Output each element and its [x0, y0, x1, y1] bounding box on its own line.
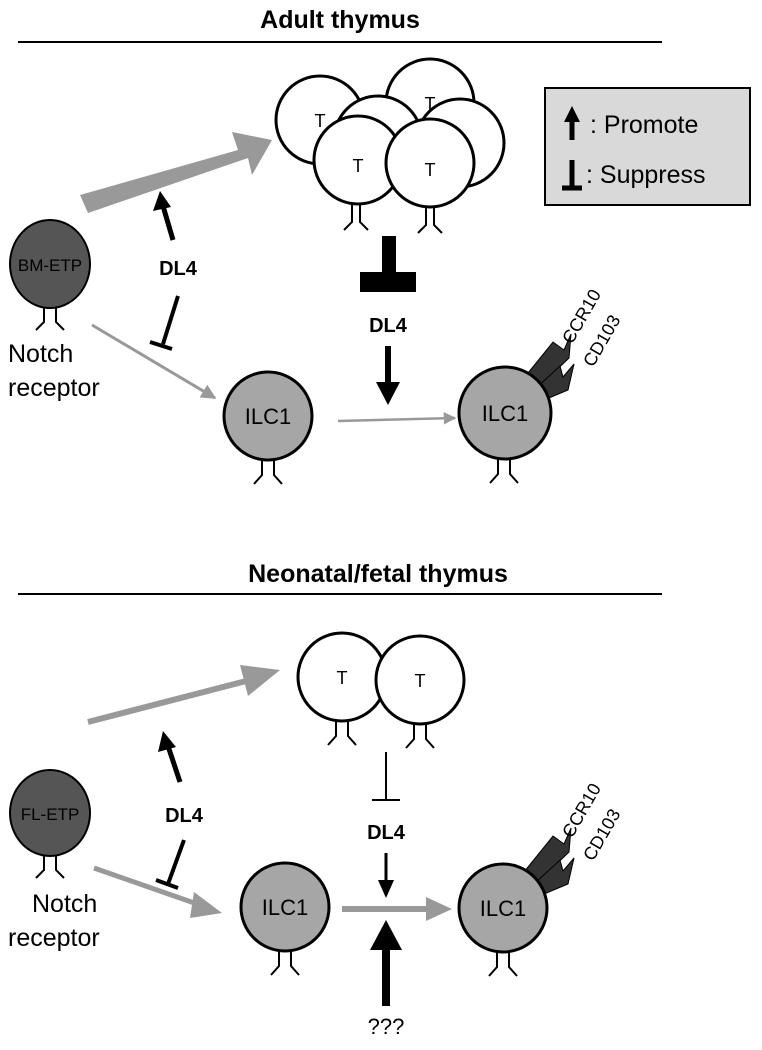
adult-t-development-arrow: [80, 132, 272, 213]
neonatal-ilc1-arrowhead: [426, 897, 452, 921]
svg-text:ILC1: ILC1: [245, 404, 291, 429]
neonatal-t-suppress-bar: [372, 752, 400, 801]
adult-dl4-suppress-bar: [149, 295, 180, 351]
t-cell: T: [296, 631, 388, 723]
adult-receptor-label: Notch: [8, 340, 73, 368]
neonatal-t-development-arrow: [87, 677, 251, 725]
t-cell: T: [384, 117, 476, 209]
neonatal-title: Neonatal/fetal thymus: [248, 560, 508, 588]
svg-text:T: T: [315, 111, 326, 131]
svg-text:ILC1: ILC1: [480, 896, 526, 921]
neonatal-mature-ilc1-cell: ILC1: [457, 827, 575, 977]
legend: : Promote : Suppress: [544, 87, 751, 206]
neonatal-unknown-factor-label: ???: [368, 1014, 405, 1039]
neonatal-dl4-suppress-bar: [155, 839, 186, 890]
neonatal-etp-arrowhead: [190, 892, 222, 918]
neonatal-t-cells: T T: [296, 631, 466, 749]
neonatal-unknown-factor-arrow: [370, 920, 402, 1006]
svg-text:T: T: [337, 668, 348, 688]
legend-promote-label: : Promote: [590, 111, 698, 139]
neonatal-dl4-center-label: DL4: [367, 822, 406, 844]
adult-mature-ilc1-cell: ILC1: [457, 333, 575, 484]
legend-suppress-label: : Suppress: [586, 161, 706, 189]
neonatal-t-arrowhead: [240, 665, 280, 696]
neonatal-receptor-label: Notch: [32, 890, 97, 918]
neonatal-dl4-down-arrow: [378, 853, 394, 898]
suppress-bar-icon: [562, 160, 582, 191]
neonatal-etp-to-ilc1-arrow: [93, 865, 201, 908]
svg-text:BM-ETP: BM-ETP: [18, 256, 82, 275]
neonatal-progenitor-cell: FL-ETP: [9, 769, 91, 879]
adult-dl4-center-label: DL4: [369, 315, 408, 337]
svg-text:FL-ETP: FL-ETP: [21, 805, 80, 824]
svg-text:T: T: [425, 160, 436, 180]
adult-dl4-promote-arrow: [153, 191, 176, 241]
adult-etp-to-ilc1-arrow: [91, 323, 217, 400]
adult-receptor-label-2: receptor: [8, 374, 100, 402]
neonatal-receptor-label-2: receptor: [8, 924, 100, 952]
t-cell: T: [374, 634, 466, 726]
adult-title: Adult thymus: [260, 6, 420, 34]
svg-text:ILC1: ILC1: [262, 895, 308, 920]
adult-t-suppress-bar: [360, 236, 416, 292]
adult-ilc1-cell: ILC1: [222, 370, 314, 485]
svg-text:ILC1: ILC1: [482, 401, 528, 426]
svg-text:T: T: [353, 156, 364, 176]
svg-text:T: T: [425, 94, 436, 114]
adult-t-cell-cluster: T T T T T T: [274, 57, 506, 234]
promote-arrow-icon: [564, 106, 580, 140]
neonatal-ilc1-cell: ILC1: [239, 861, 331, 976]
adult-ilc1-maturation-arrow: [337, 412, 457, 425]
svg-text:T: T: [415, 671, 426, 691]
adult-dl4-left-label: DL4: [159, 258, 198, 280]
adult-dl4-down-arrow: [376, 346, 400, 405]
neonatal-dl4-left-label: DL4: [165, 805, 204, 827]
neonatal-dl4-promote-arrow: [158, 731, 183, 783]
t-cell-receptors: [343, 204, 443, 234]
adult-progenitor-cell: BM-ETP: [9, 219, 91, 331]
